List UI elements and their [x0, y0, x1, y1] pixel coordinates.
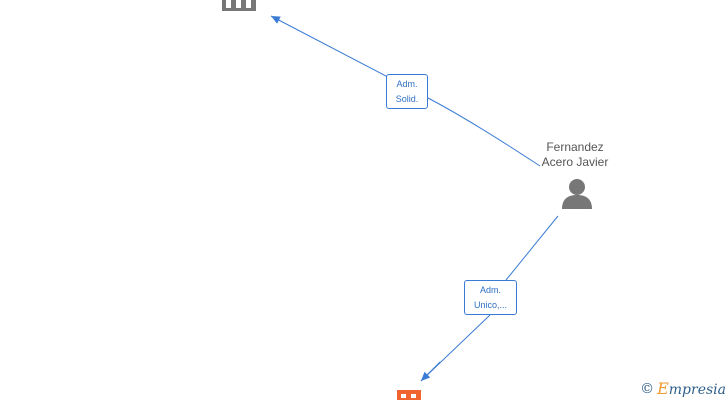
edge-label-line2: Solid.	[395, 94, 419, 104]
brand-logo-letter: E	[657, 379, 669, 398]
edge-label-line1: Adm.	[396, 79, 418, 89]
brand-logo-text: mpresia	[668, 382, 726, 398]
edge-label-adm-solid[interactable]: Adm. Solid.	[386, 74, 428, 109]
edge-label-adm-unico[interactable]: Adm. Unico,...	[464, 280, 517, 315]
person-name-line2: Acero Javier	[541, 155, 609, 169]
company-building-icon-top[interactable]	[222, 0, 256, 11]
edge-line-adm-solid	[270, 15, 541, 167]
edge-label-line2: Unico,...	[473, 300, 507, 310]
empresia-watermark: © Empresia	[640, 379, 726, 398]
copyright-symbol: ©	[640, 380, 655, 397]
company-building-icon-bottom[interactable]	[397, 390, 421, 400]
person-name-label[interactable]: Fernandez Acero Javier	[515, 140, 635, 170]
person-icon[interactable]	[562, 179, 592, 209]
edge-arrow-adm-unico	[420, 361, 441, 382]
person-name-line1: Fernandez	[546, 140, 604, 154]
edge-label-line1: Adm.	[479, 285, 501, 295]
